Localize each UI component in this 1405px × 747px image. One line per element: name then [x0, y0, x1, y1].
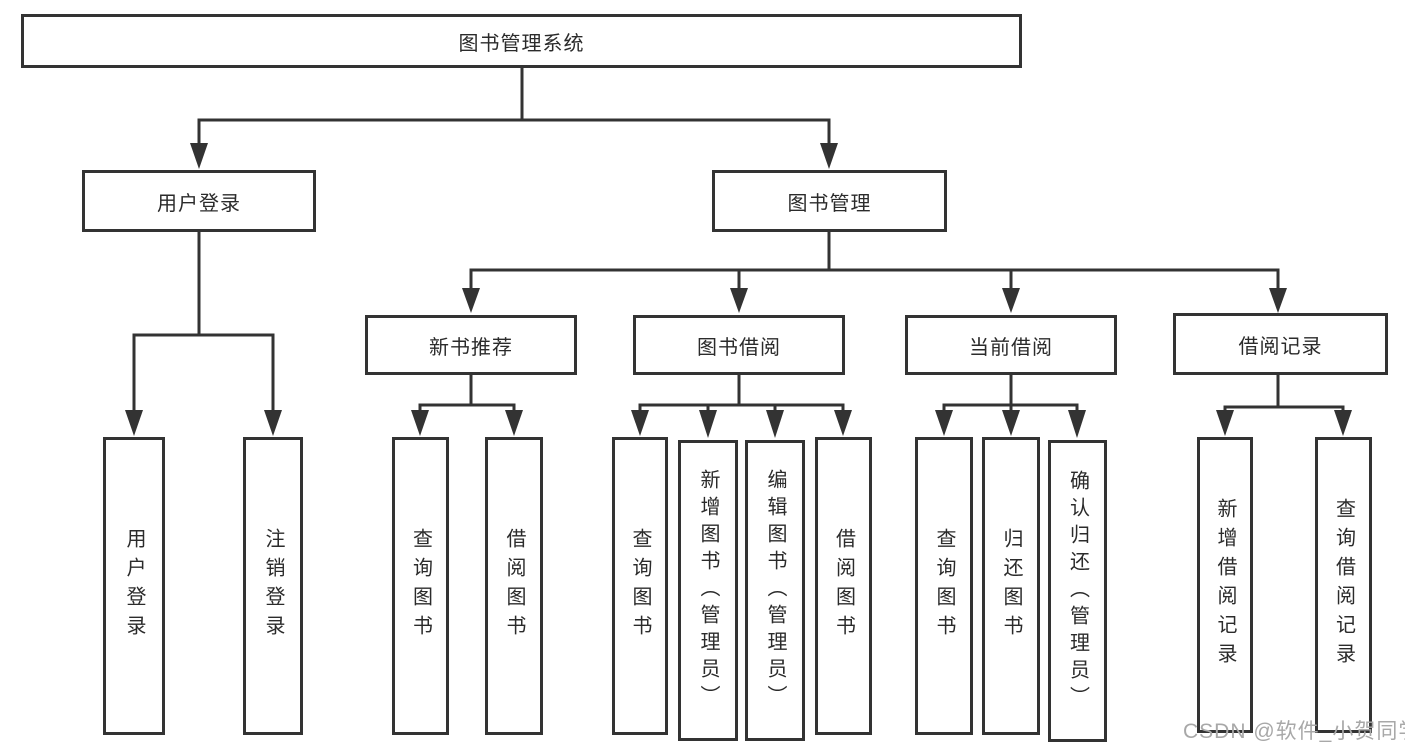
leaf-borrow-books-recommend: 借阅图书	[485, 437, 543, 735]
connector-new-book-to-leaves	[411, 373, 523, 436]
leaf-user-login: 用户登录	[103, 437, 165, 735]
leaf-query-books-borrow-label: 查询图书	[629, 528, 651, 644]
node-borrow-records: 借阅记录	[1173, 313, 1388, 375]
node-book-borrow: 图书借阅	[633, 315, 845, 375]
connector-book-borrow-to-leaves	[631, 373, 852, 438]
leaf-edit-book-admin: 编辑图书（管理员）	[745, 440, 805, 741]
connector-current-borrow-to-leaves	[935, 373, 1086, 438]
node-root: 图书管理系统	[21, 14, 1022, 68]
leaf-query-borrow-record-label: 查询借阅记录	[1332, 498, 1355, 672]
leaf-borrow-books-recommend-label: 借阅图书	[503, 528, 525, 644]
leaf-return-book-label: 归还图书	[1000, 528, 1022, 644]
leaf-query-books-recommend: 查询图书	[392, 437, 449, 735]
leaf-borrow-books-borrow-label: 借阅图书	[832, 528, 855, 644]
leaf-add-book-admin: 新增图书（管理员）	[678, 440, 738, 741]
node-book-borrow-label: 图书借阅	[697, 336, 781, 359]
node-current-borrow-label: 当前借阅	[969, 336, 1053, 359]
leaf-query-borrow-record: 查询借阅记录	[1315, 437, 1372, 733]
node-book-management: 图书管理	[712, 170, 947, 232]
node-book-management-label: 图书管理	[787, 192, 872, 215]
leaf-add-borrow-record-label: 新增借阅记录	[1214, 498, 1236, 672]
connector-root-to-level2	[190, 66, 838, 169]
leaf-query-books-recommend-label: 查询图书	[409, 528, 432, 644]
leaf-confirm-return-admin: 确认归还（管理员）	[1048, 440, 1107, 742]
leaf-query-books-current-label: 查询图书	[933, 528, 955, 644]
connector-book-management-to-level3	[462, 230, 1287, 313]
node-borrow-records-label: 借阅记录	[1238, 335, 1323, 358]
node-user-login-label: 用户登录	[157, 192, 241, 215]
leaf-add-book-admin-label: 新增图书（管理员）	[697, 469, 719, 712]
watermark: CSDN @软件_小贺同学	[1183, 720, 1405, 743]
node-root-label: 图书管理系统	[458, 32, 585, 55]
node-user-login: 用户登录	[82, 170, 316, 232]
connector-borrow-records-to-leaves	[1216, 373, 1352, 436]
leaf-user-login-label: 用户登录	[123, 528, 145, 644]
leaf-return-book: 归还图书	[982, 437, 1040, 735]
node-new-book-recommend: 新书推荐	[365, 315, 577, 375]
leaf-edit-book-admin-label: 编辑图书（管理员）	[764, 469, 786, 712]
leaf-logout-label: 注销登录	[262, 528, 284, 644]
node-new-book-recommend-label: 新书推荐	[429, 336, 513, 359]
leaf-logout: 注销登录	[243, 437, 303, 735]
node-current-borrow: 当前借阅	[905, 315, 1117, 375]
connector-user-login-to-leaves	[125, 230, 282, 436]
leaf-add-borrow-record: 新增借阅记录	[1197, 437, 1253, 733]
leaf-borrow-books-borrow: 借阅图书	[815, 437, 872, 735]
leaf-query-books-current: 查询图书	[915, 437, 973, 735]
leaf-confirm-return-admin-label: 确认归还（管理员）	[1066, 469, 1089, 713]
leaf-query-books-borrow: 查询图书	[612, 437, 668, 735]
